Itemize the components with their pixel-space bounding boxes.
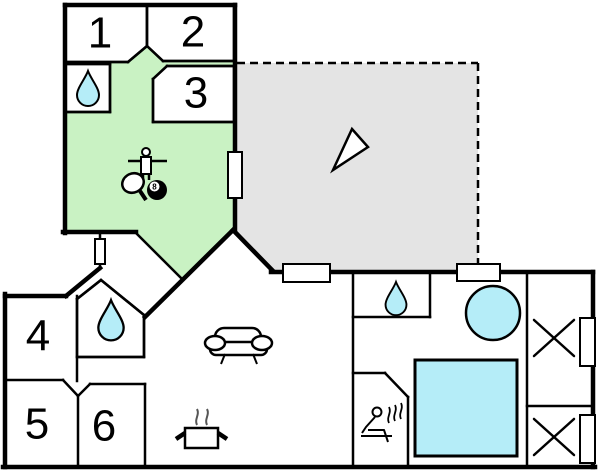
sofa-icon (203, 326, 274, 365)
wall (61, 378, 80, 398)
door-gameroom-terrace (227, 151, 243, 199)
wall (126, 44, 149, 64)
wall (75, 278, 103, 301)
wall-outer (141, 226, 237, 321)
wall-outer (229, 226, 277, 275)
pool (413, 358, 519, 458)
room-number-6: 6 (92, 402, 116, 451)
water-drop-icon (97, 296, 125, 342)
terrace-area (234, 63, 478, 271)
sauna-icon (361, 402, 403, 443)
room-number-2: 2 (181, 8, 205, 57)
door-terrace-spa (456, 263, 501, 282)
water-drop-icon (75, 68, 101, 107)
wall-outer (62, 264, 104, 300)
room-number-1: 1 (88, 9, 112, 58)
compass-needle-icon (330, 126, 370, 174)
door-terrace-living (282, 263, 331, 283)
x-mark (532, 318, 576, 358)
svg-text:8: 8 (152, 183, 157, 192)
door-gameroom-hall (94, 238, 106, 265)
room-number-4: 4 (26, 312, 50, 361)
window-right-top (579, 317, 596, 367)
wall (76, 382, 92, 398)
wall (133, 230, 185, 282)
wall (383, 371, 410, 399)
wall (99, 278, 146, 317)
wall (151, 64, 169, 81)
room-number-5: 5 (25, 400, 49, 449)
wall (145, 44, 165, 63)
whirlpool (464, 284, 522, 342)
x-mark (532, 417, 576, 457)
window-right-bottom (579, 414, 596, 464)
water-drop-icon (384, 279, 408, 317)
room-number-3: 3 (184, 69, 208, 118)
game-room-icon: 8 (121, 147, 167, 202)
cooking-pot-icon (174, 408, 229, 450)
